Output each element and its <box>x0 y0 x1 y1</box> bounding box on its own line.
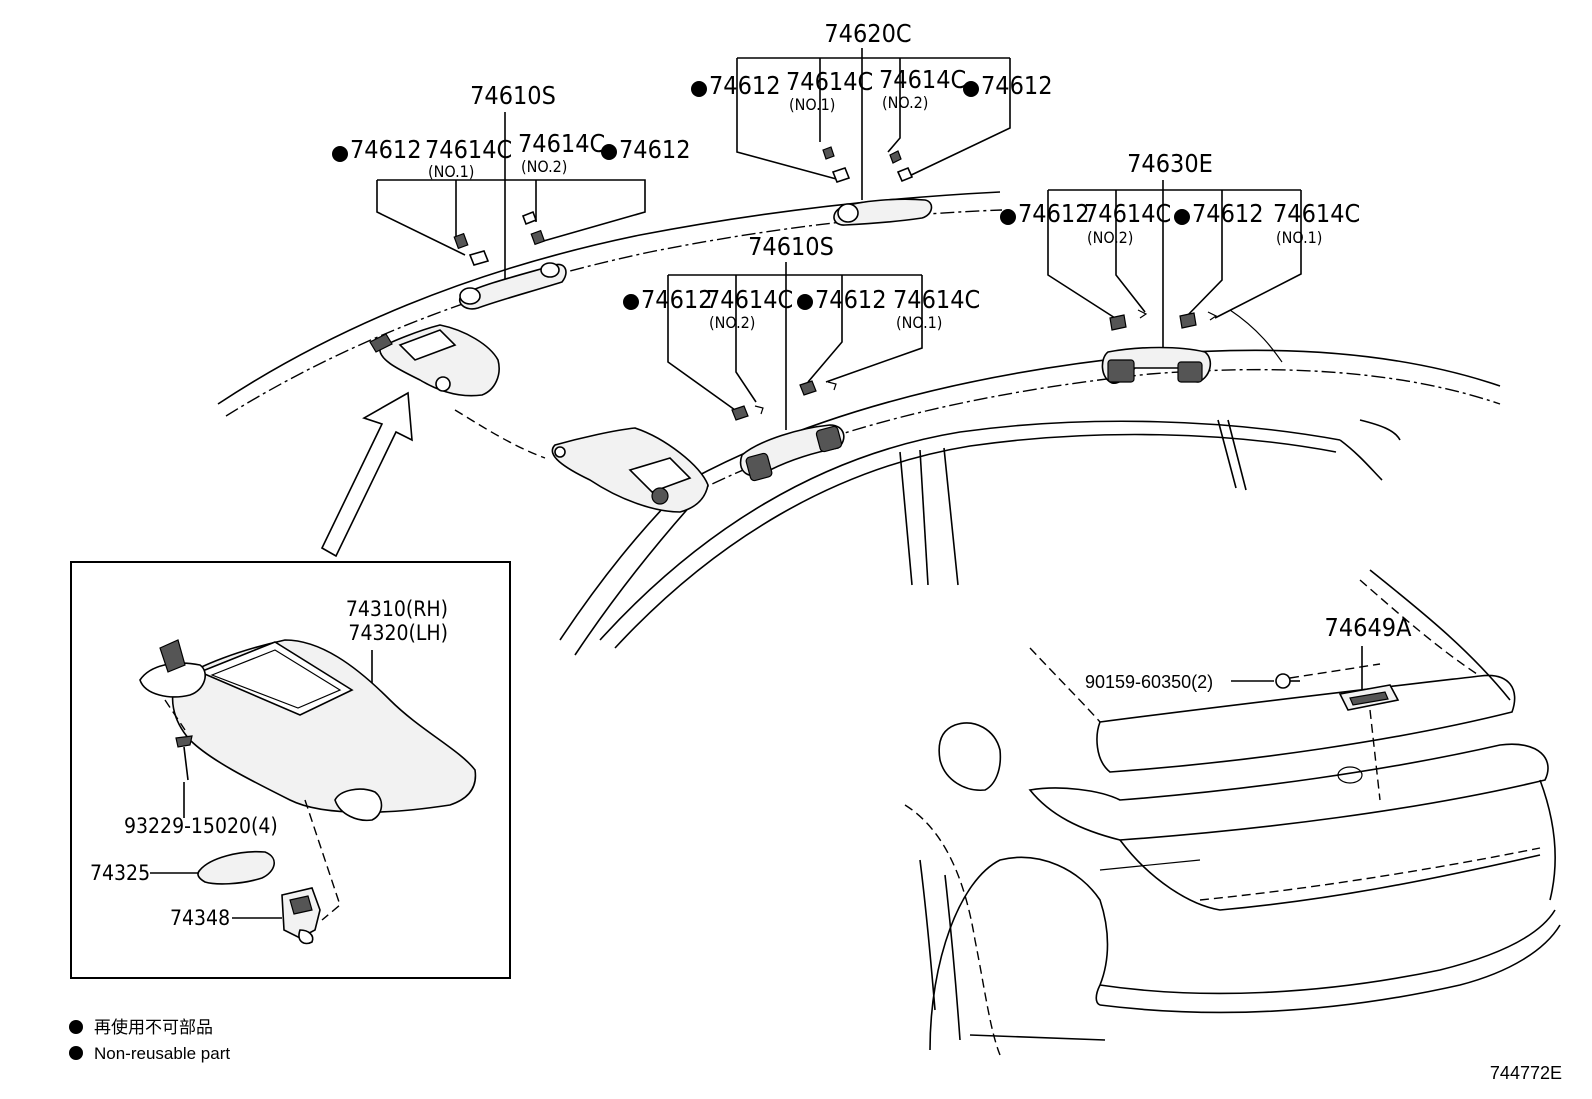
label-no1: (NO.1) <box>789 95 835 114</box>
label-74610s: 74610S <box>470 81 556 110</box>
label-no1: (NO.1) <box>896 313 942 332</box>
label-74310: 74310(RH) <box>346 597 448 621</box>
label-74614c: 74614C <box>1273 199 1360 228</box>
label-no2: (NO.2) <box>1087 228 1133 247</box>
label-74649a: 74649A <box>1325 613 1413 642</box>
non-reusable-dot <box>1000 209 1016 225</box>
label-74630e: 74630E <box>1127 149 1213 178</box>
non-reusable-dot <box>332 146 348 162</box>
figure-code: 744772E <box>1490 1063 1562 1083</box>
label-no2: (NO.2) <box>709 313 755 332</box>
label-74614c: 74614C <box>706 285 793 314</box>
label-74614c: 74614C <box>786 67 873 96</box>
visor-leader <box>454 409 546 459</box>
non-reusable-dot <box>691 81 707 97</box>
label-74614c: 74614C <box>518 129 605 158</box>
label-74614c: 74614C <box>1084 199 1171 228</box>
legend-line-jp: 再使用不可部品 <box>94 1017 213 1037</box>
label-74348: 74348 <box>170 906 230 930</box>
label-74612: 74612 <box>709 71 781 100</box>
assist-grip-front-left <box>453 210 567 310</box>
legend: 再使用不可部品 Non-reusable part <box>69 1017 230 1063</box>
callout-74630e: 74630E 74612 74614C (NO.2) 74612 74614C … <box>1000 149 1360 365</box>
label-74614c: 74614C <box>879 65 966 94</box>
label-74320: 74320(LH) <box>348 621 448 645</box>
label-74614c: 74614C <box>425 135 512 164</box>
inset-visor-detail: 74310(RH) 74320(LH) 93229-15020(4) 74325… <box>70 561 511 979</box>
sun-visor-right-installed <box>551 427 709 513</box>
callout-74610s-middle: 74610S 74612 74614C (NO.2) 74612 74614C … <box>623 232 980 430</box>
sun-visor-left-installed <box>369 324 500 397</box>
non-reusable-dot <box>797 294 813 310</box>
label-74612: 74612 <box>641 285 713 314</box>
label-74612: 74612 <box>815 285 887 314</box>
label-74614c: 74614C <box>893 285 980 314</box>
label-74612: 74612 <box>1018 199 1090 228</box>
non-reusable-dot <box>623 294 639 310</box>
detail-arrow <box>320 391 413 558</box>
callout-74620c: 74620C 74612 74614C (NO.1) 74614C (NO.2)… <box>691 19 1053 200</box>
assist-grip-center <box>822 146 933 226</box>
label-74610s: 74610S <box>748 232 834 261</box>
legend-dot <box>69 1020 83 1034</box>
callout-74610s-left: 74610S 74612 74614C (NO.1) 74614C (NO.2)… <box>332 81 691 285</box>
label-no2: (NO.2) <box>882 93 928 112</box>
luggage-lamp: 74649A 90159-60350(2) <box>1085 613 1413 801</box>
legend-dot <box>69 1046 83 1060</box>
label-74325: 74325 <box>90 861 150 885</box>
non-reusable-dot <box>963 81 979 97</box>
label-74612: 74612 <box>981 71 1053 100</box>
label-93229: 93229-15020(4) <box>124 814 278 838</box>
rear-body-outline <box>904 569 1561 1056</box>
label-no1: (NO.1) <box>428 162 474 181</box>
legend-line-en: Non-reusable part <box>94 1044 230 1063</box>
label-74620c: 74620C <box>824 19 911 48</box>
assist-grip-rear <box>1101 309 1218 385</box>
non-reusable-dot <box>601 144 617 160</box>
label-74612: 74612 <box>619 135 691 164</box>
label-74612: 74612 <box>1192 199 1264 228</box>
assist-grip-middle <box>731 380 845 482</box>
label-74612: 74612 <box>350 135 422 164</box>
label-no1: (NO.1) <box>1276 228 1322 247</box>
non-reusable-dot <box>1174 209 1190 225</box>
label-no2: (NO.2) <box>521 157 567 176</box>
label-90159: 90159-60350(2) <box>1085 672 1213 692</box>
